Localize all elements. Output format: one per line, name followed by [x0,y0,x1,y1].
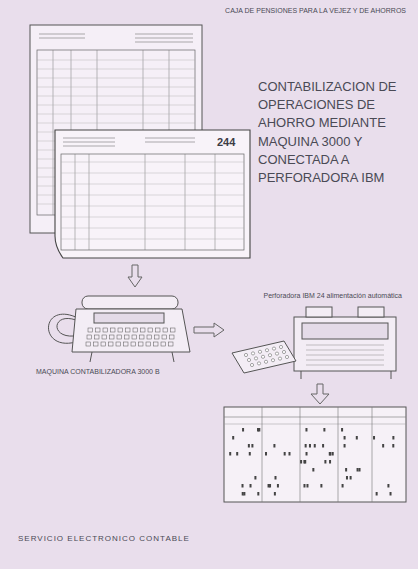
flow-arrow [128,265,142,287]
flow-arrow [194,323,224,337]
document-stack: 244 [25,22,255,262]
down-arrow [311,384,329,404]
caption: SERVICIO ELECTRONICO CONTABLE [18,534,190,543]
ibm-punch-drawing [226,303,402,383]
document-number: 244 [217,136,235,148]
punched-card [224,407,406,502]
machine-label: MAQUINA CONTABILIZADORA 3000 B [36,366,196,379]
title: CONTABILIZACION DE OPERACIONES DE AHORRO… [258,78,400,187]
accounting-machine: MAQUINA CONTABILIZADORA 3000 B [36,290,196,379]
ibm-punch: Perforadora IBM 24 alimentación automáti… [226,290,402,383]
accounting-machine-drawing [36,290,196,366]
machine-label: Perforadora IBM 24 alimentación automáti… [226,290,402,303]
header-text: CAJA DE PENSIONES PARA LA VEJEZ Y DE AHO… [225,7,406,14]
